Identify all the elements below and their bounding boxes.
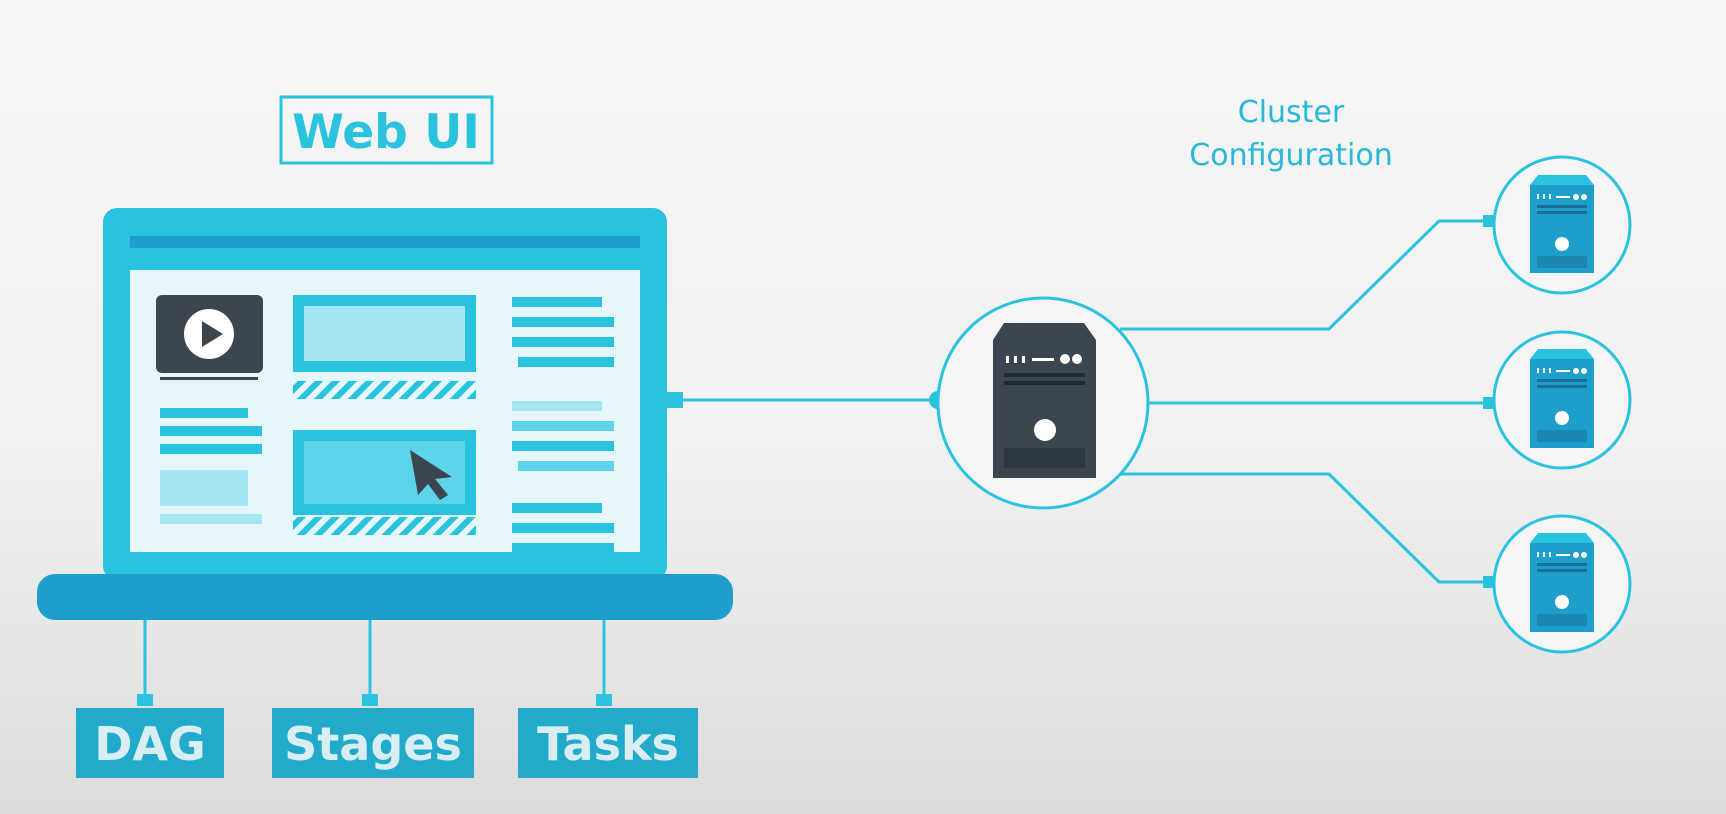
tab-stages-label: Stages — [284, 717, 462, 771]
play-icon — [202, 321, 223, 347]
right-text-lines — [512, 297, 614, 552]
tab-connectors — [137, 620, 612, 706]
video-thumbnail[interactable] — [156, 295, 263, 380]
content-card-1[interactable] — [293, 295, 476, 399]
laptop — [37, 208, 733, 620]
worker-node-2[interactable] — [1492, 330, 1632, 470]
webui-title-text: Web UI — [292, 105, 480, 160]
laptop-base — [37, 574, 733, 620]
master-to-worker-connectors — [1120, 219, 1486, 584]
worker-server-icon — [1530, 533, 1594, 632]
worker-server-icon — [1530, 349, 1594, 448]
tab-tasks-label: Tasks — [537, 717, 679, 771]
cluster-label-line2: Configuration — [1189, 138, 1392, 173]
webui-title: Web UI — [279, 95, 494, 165]
worker-connector-nodes — [1483, 215, 1494, 588]
laptop-to-master-connector — [667, 391, 947, 409]
cluster-configuration-label: Cluster Configuration — [1189, 95, 1392, 173]
cursor-icon — [410, 450, 452, 500]
worker-server-icon — [1530, 175, 1594, 273]
tab-dag-label: DAG — [94, 717, 206, 771]
server-tower-icon — [993, 323, 1096, 478]
master-node[interactable] — [936, 296, 1150, 510]
cluster-label-line1: Cluster — [1238, 95, 1345, 130]
worker-node-1[interactable] — [1492, 155, 1632, 295]
tab-stages[interactable]: Stages — [272, 708, 474, 778]
worker-node-3[interactable] — [1492, 514, 1632, 654]
content-card-2[interactable] — [293, 430, 476, 535]
tab-dag[interactable]: DAG — [76, 708, 224, 778]
tab-tasks[interactable]: Tasks — [518, 708, 698, 778]
left-text-lines — [160, 408, 262, 524]
